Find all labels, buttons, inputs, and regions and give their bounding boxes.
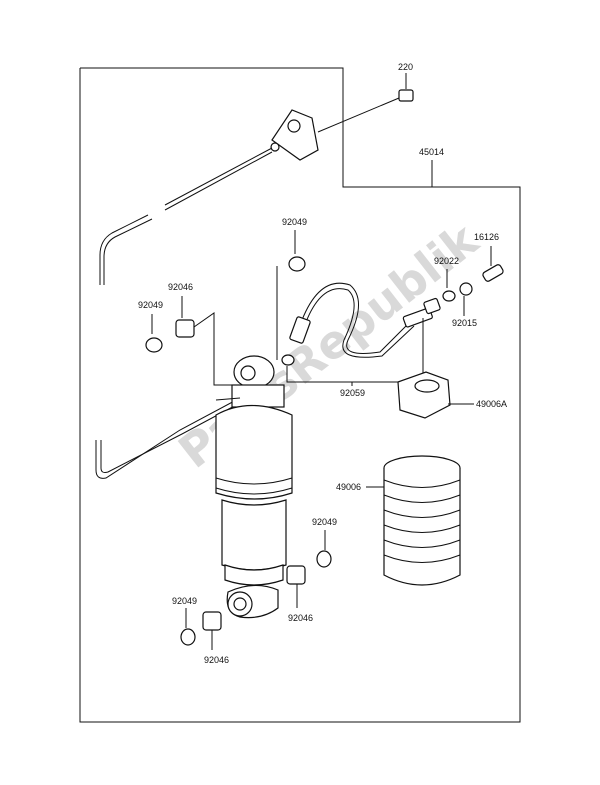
label-92022: 92022 bbox=[434, 256, 459, 266]
washer-92049-left bbox=[145, 337, 163, 353]
washer-92015 bbox=[459, 282, 473, 296]
label-92046-left: 92046 bbox=[168, 282, 193, 292]
bolt-220 bbox=[317, 89, 414, 133]
label-92046-right: 92046 bbox=[288, 613, 313, 623]
label-92059: 92059 bbox=[340, 388, 365, 398]
label-220: 220 bbox=[398, 62, 413, 72]
label-16126: 16126 bbox=[474, 232, 499, 242]
label-92046-bottom: 92046 bbox=[204, 655, 229, 665]
washer-92049-right bbox=[316, 550, 332, 568]
fitting-16126 bbox=[482, 264, 504, 282]
label-92015: 92015 bbox=[452, 318, 477, 328]
collar-92046-left bbox=[175, 319, 195, 338]
label-45014: 45014 bbox=[419, 147, 444, 157]
label-49006: 49006 bbox=[336, 482, 361, 492]
hose-92059 bbox=[289, 282, 441, 358]
label-92049-top: 92049 bbox=[282, 217, 307, 227]
oring bbox=[281, 354, 295, 366]
label-92049-bottom: 92049 bbox=[172, 596, 197, 606]
label-49006A: 49006A bbox=[476, 399, 507, 409]
label-92049-left: 92049 bbox=[138, 300, 163, 310]
shock-absorber bbox=[215, 355, 293, 619]
washer-92049-top bbox=[288, 256, 306, 272]
washer-92049-bottom bbox=[180, 628, 196, 646]
label-92049-right: 92049 bbox=[312, 517, 337, 527]
adjuster-cable bbox=[95, 147, 273, 479]
assembly-outline bbox=[79, 67, 521, 723]
boot-49006 bbox=[383, 455, 461, 586]
nut-49006A bbox=[397, 371, 451, 419]
remote-adjuster bbox=[270, 109, 319, 161]
washer-92022 bbox=[442, 290, 456, 302]
collar-92046-bottom bbox=[202, 611, 222, 631]
collar-92046-right bbox=[286, 565, 306, 585]
